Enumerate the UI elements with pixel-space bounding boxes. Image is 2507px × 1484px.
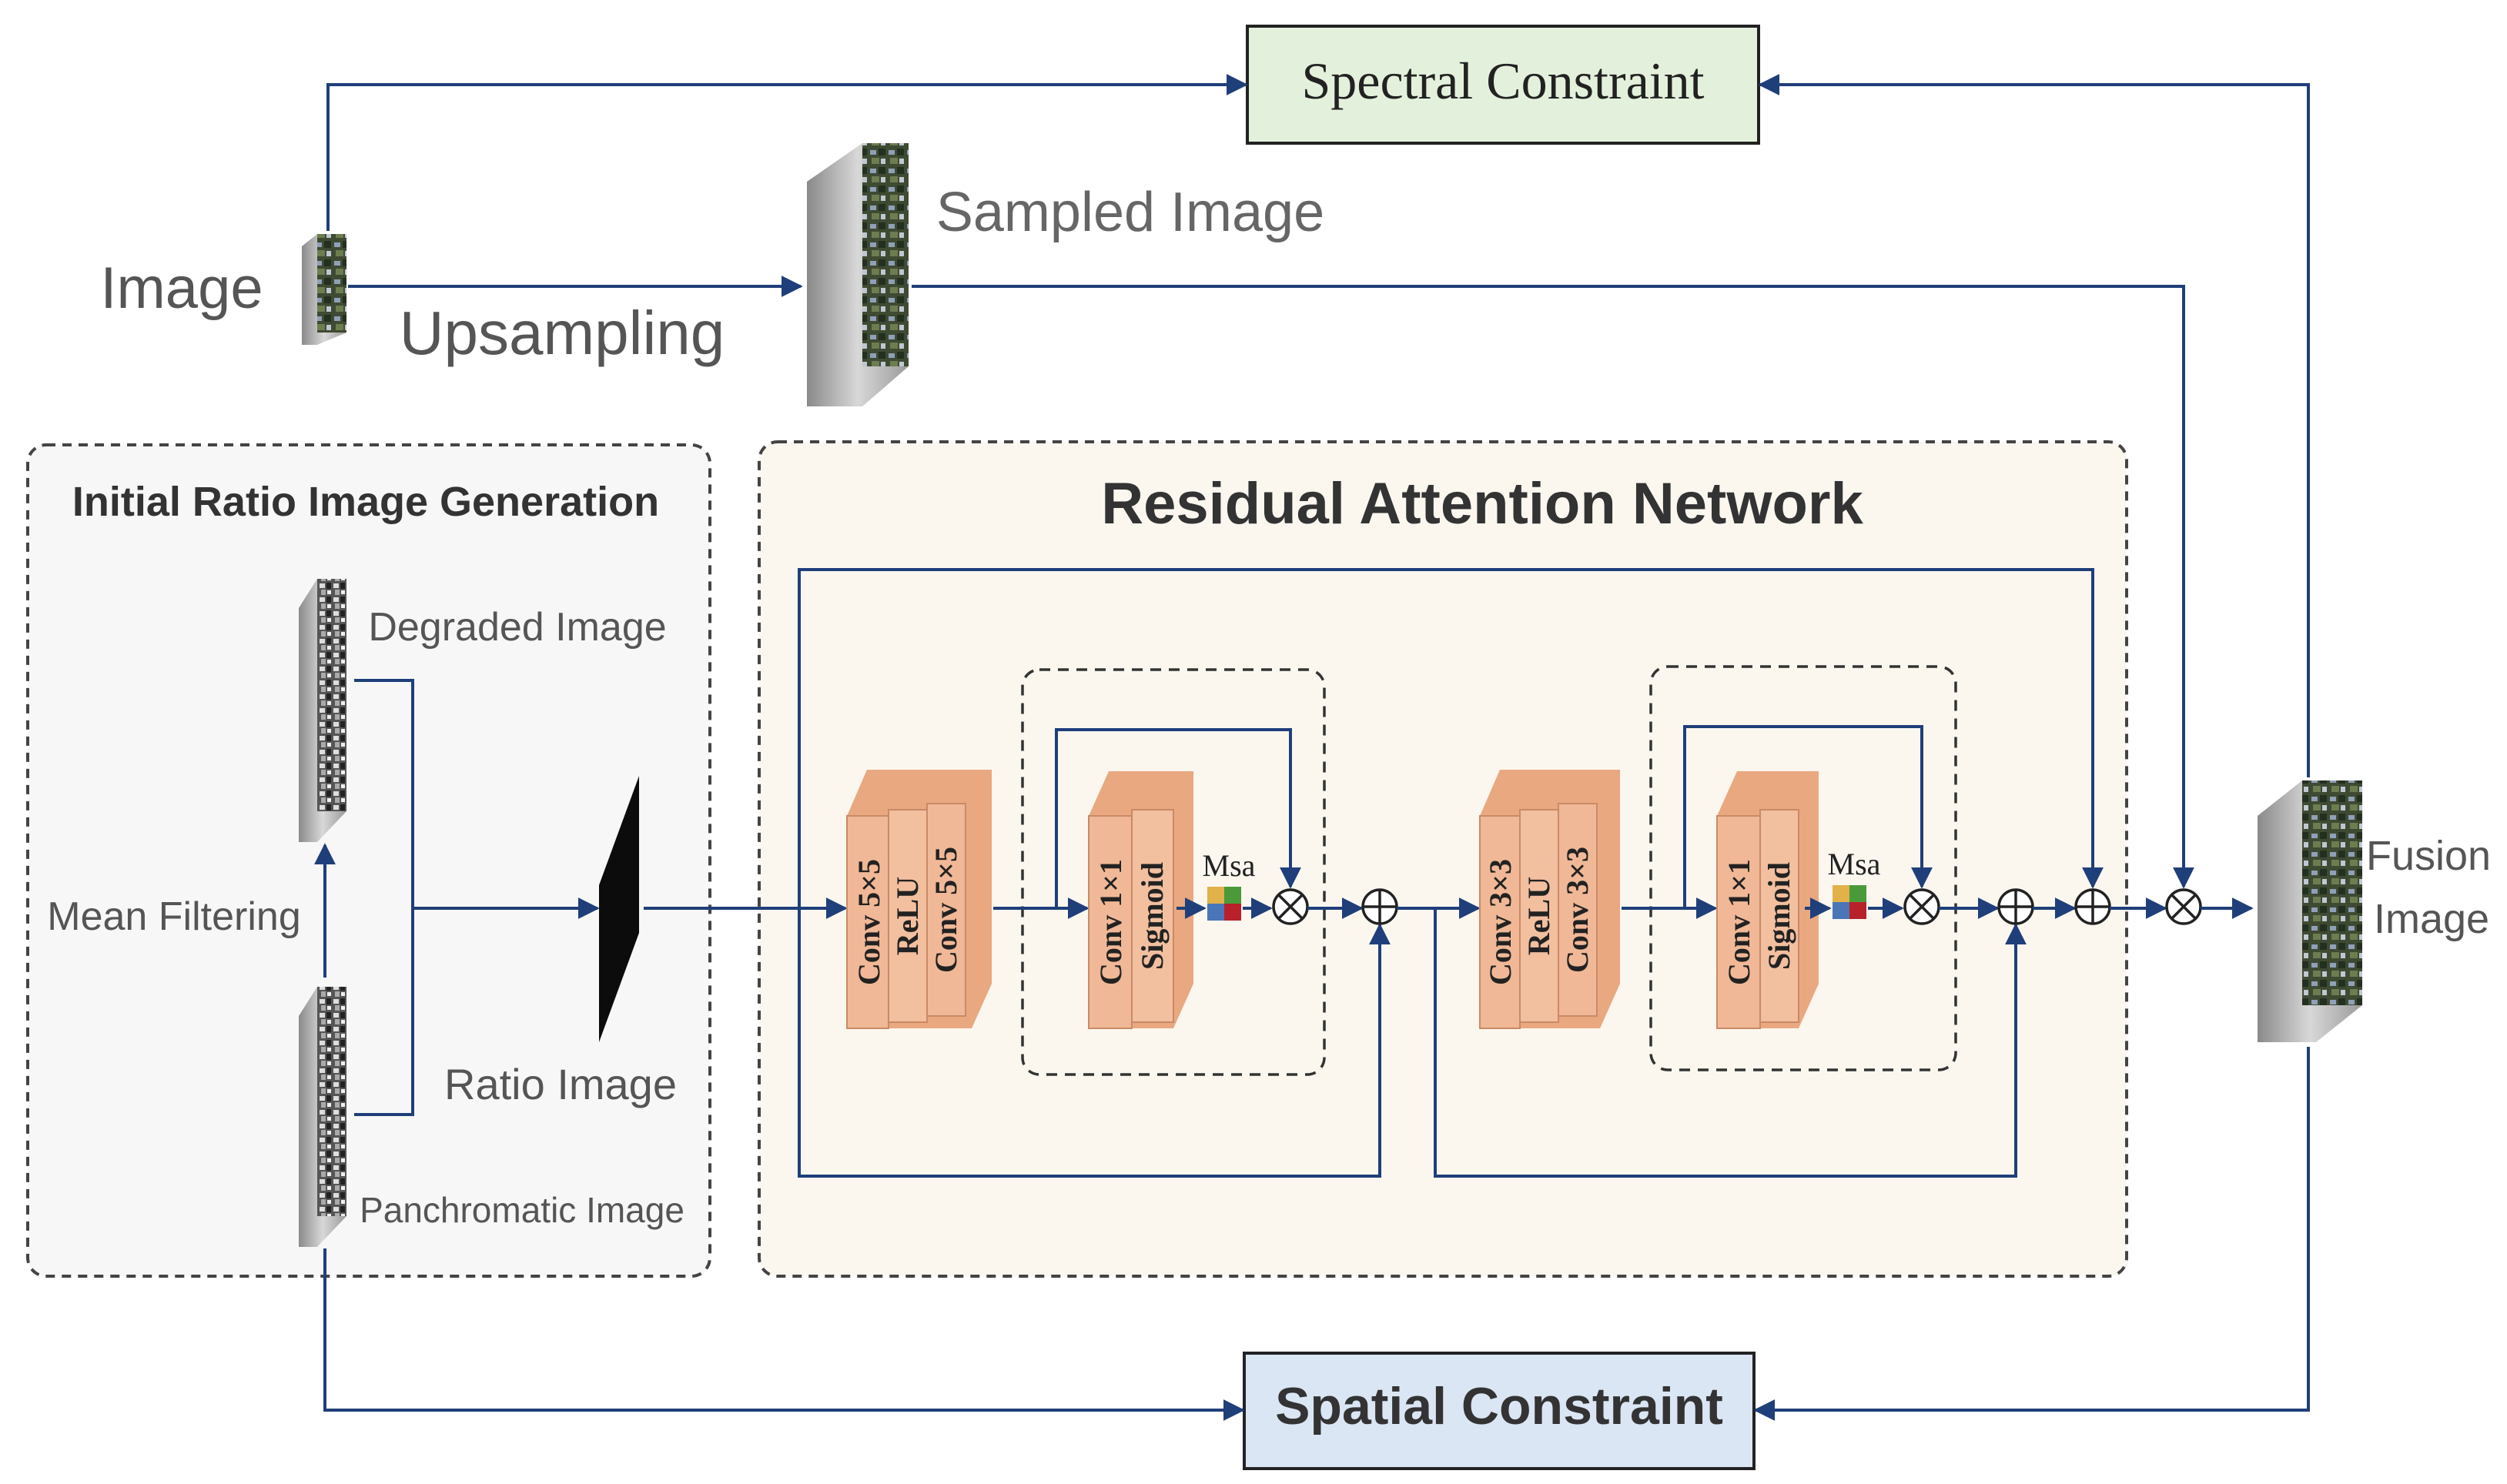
image-label: Image xyxy=(100,256,263,321)
attention-box-1 xyxy=(1021,668,1326,1076)
add-operator-icon xyxy=(1997,888,2034,925)
outer-skip-connection xyxy=(798,568,2104,908)
multiply-operator-icon xyxy=(1903,888,1940,925)
msa-color-grid-icon xyxy=(1207,887,1241,921)
add-operator-icon xyxy=(2074,888,2111,925)
conv-block2-conv-b: Conv 3×3 xyxy=(1560,847,1595,973)
fusion-to-spectral-arrow xyxy=(1758,74,2310,777)
spatial-constraint-label: Spatial Constraint xyxy=(1275,1377,1723,1436)
panchromatic-image-icon xyxy=(299,987,346,1247)
residual-attention-panel xyxy=(758,440,2128,1278)
sampled-image-label: Sampled Image xyxy=(936,182,1324,243)
attention2-skip xyxy=(1683,725,1933,908)
sampled-image-icon xyxy=(807,143,909,406)
image-to-spectral-arrow xyxy=(326,74,1248,231)
fusion-image-label-1: Fusion xyxy=(2366,833,2491,879)
panchromatic-image-label: Panchromatic Image xyxy=(360,1190,684,1230)
attention-conv-2: Conv 1×1 Sigmoid xyxy=(1716,771,1819,1029)
attn2-conv-label: Conv 1×1 xyxy=(1722,859,1756,985)
degraded-image-label: Degraded Image xyxy=(368,605,666,650)
add-operator-icon xyxy=(1361,888,1398,925)
mean-filtering-label: Mean Filtering xyxy=(47,894,300,939)
attention-conv-1: Conv 1×1 Sigmoid xyxy=(1088,771,1193,1029)
conv-block1-conv-a: Conv 5×5 xyxy=(852,859,886,985)
msa-color-grid-icon xyxy=(1833,885,1866,919)
fusion-image-label-2: Image xyxy=(2374,896,2489,942)
fusion-image-icon xyxy=(2258,780,2362,1042)
residual2-skip xyxy=(1434,908,2027,1178)
conv-block-2: Conv 3×3 ReLU Conv 3×3 xyxy=(1479,770,1620,1029)
initial-ratio-title: Initial Ratio Image Generation xyxy=(72,479,659,525)
pan-to-spatial-arrow xyxy=(323,1248,1245,1421)
multiply-operator-icon xyxy=(2165,888,2202,925)
multiply-operator-icon xyxy=(1272,888,1309,925)
input-image-icon xyxy=(302,234,346,345)
msa2-label: Msa xyxy=(1828,847,1881,881)
conv-block1-conv-b: Conv 5×5 xyxy=(929,847,963,973)
ratio-image-icon xyxy=(599,776,639,1042)
combine-bracket xyxy=(354,679,414,1116)
residual1-skip xyxy=(798,908,1391,1178)
conv-block2-conv-a: Conv 3×3 xyxy=(1483,859,1518,985)
attn2-act-label: Sigmoid xyxy=(1762,862,1796,970)
attention-box-2 xyxy=(1649,665,1957,1071)
spectral-constraint-label: Spectral Constraint xyxy=(1301,52,1704,110)
conv-block-1: Conv 5×5 ReLU Conv 5×5 xyxy=(846,770,992,1029)
attention1-skip xyxy=(1055,728,1301,908)
msa1-label: Msa xyxy=(1203,848,1256,883)
conv-block2-relu: ReLU xyxy=(1521,877,1556,955)
attn1-act-label: Sigmoid xyxy=(1135,862,1170,970)
upsampling-label: Upsampling xyxy=(400,299,725,367)
attn1-conv-label: Conv 1×1 xyxy=(1093,859,1128,985)
degraded-image-icon xyxy=(299,579,346,842)
conv-block1-relu: ReLU xyxy=(890,877,925,955)
ran-title: Residual Attention Network xyxy=(1101,471,1863,536)
fusion-to-spatial-arrow xyxy=(1753,1047,2310,1421)
initial-ratio-panel xyxy=(26,443,711,1278)
ratio-image-label: Ratio Image xyxy=(444,1060,677,1108)
sampled-to-multiply-arrow xyxy=(912,285,2194,889)
